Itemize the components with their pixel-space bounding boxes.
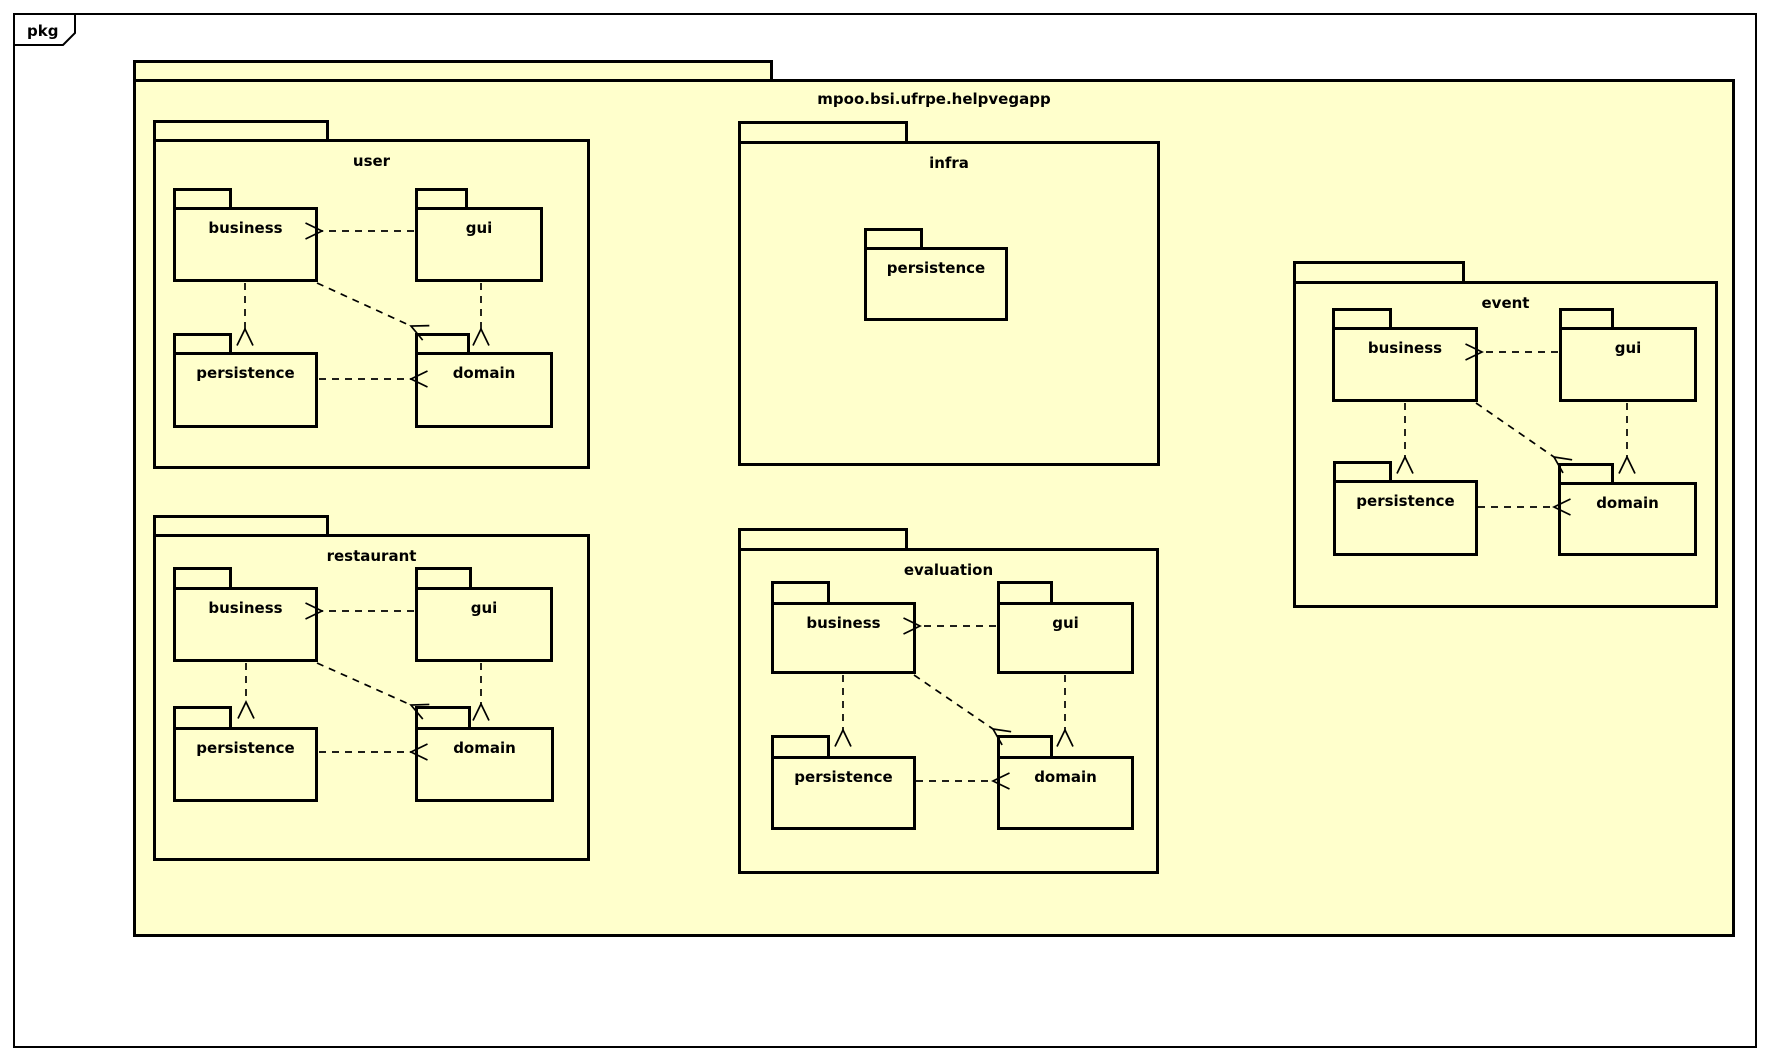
package-event-persistence-body: persistence — [1333, 480, 1478, 556]
package-restaurant-gui-label: gui — [470, 599, 498, 617]
package-event-domain-body: domain — [1558, 482, 1697, 556]
package-restaurant-domain-label: domain — [453, 739, 516, 757]
package-evaluation-business-body: business — [771, 602, 916, 674]
package-evaluation-title: evaluation — [903, 561, 994, 579]
package-restaurant-domain-body: domain — [415, 727, 554, 802]
package-evaluation-gui-tab — [997, 581, 1053, 605]
package-user-gui-label: gui — [465, 219, 493, 237]
package-infra-body: infra — [738, 141, 1160, 466]
package-restaurant-persistence-label: persistence — [196, 739, 295, 757]
package-evaluation-domain-label: domain — [1034, 768, 1097, 786]
package-user-gui-body: gui — [415, 207, 543, 282]
package-infra-persistence-body: persistence — [864, 247, 1008, 321]
package-user-title: user — [352, 152, 391, 170]
package-root-title: mpoo.bsi.ufrpe.helpvegapp — [817, 90, 1051, 108]
package-infra-persistence-label: persistence — [886, 259, 986, 277]
package-restaurant-persistence-body: persistence — [173, 727, 318, 802]
package-event-title: event — [1481, 294, 1530, 312]
package-event-business-label: business — [1367, 339, 1443, 357]
package-user-domain-body: domain — [415, 352, 553, 428]
package-evaluation-gui-body: gui — [997, 602, 1134, 674]
package-user-persistence-label: persistence — [196, 364, 295, 382]
package-evaluation-persistence-body: persistence — [771, 756, 916, 830]
package-restaurant-business-body: business — [173, 587, 318, 662]
package-event-persistence-label: persistence — [1356, 492, 1455, 510]
package-user-domain-label: domain — [452, 364, 516, 382]
package-event-business-body: business — [1332, 327, 1478, 402]
package-user-business-body: business — [173, 207, 318, 282]
package-evaluation-persistence-label: persistence — [794, 768, 893, 786]
package-event-gui-body: gui — [1559, 327, 1697, 402]
package-event-domain-label: domain — [1596, 494, 1659, 512]
package-restaurant-business-label: business — [208, 599, 283, 617]
package-restaurant-title: restaurant — [326, 547, 417, 565]
package-evaluation-domain-body: domain — [997, 756, 1134, 830]
package-restaurant-gui-body: gui — [415, 587, 553, 662]
package-event-gui-label: gui — [1614, 339, 1642, 357]
package-user-business-label: business — [208, 219, 283, 237]
diagram-frame — [13, 13, 1757, 1048]
package-evaluation-business-label: business — [806, 614, 881, 632]
package-evaluation-gui-label: gui — [1052, 614, 1079, 632]
package-infra-title: infra — [929, 154, 969, 172]
package-user-persistence-body: persistence — [173, 352, 318, 428]
